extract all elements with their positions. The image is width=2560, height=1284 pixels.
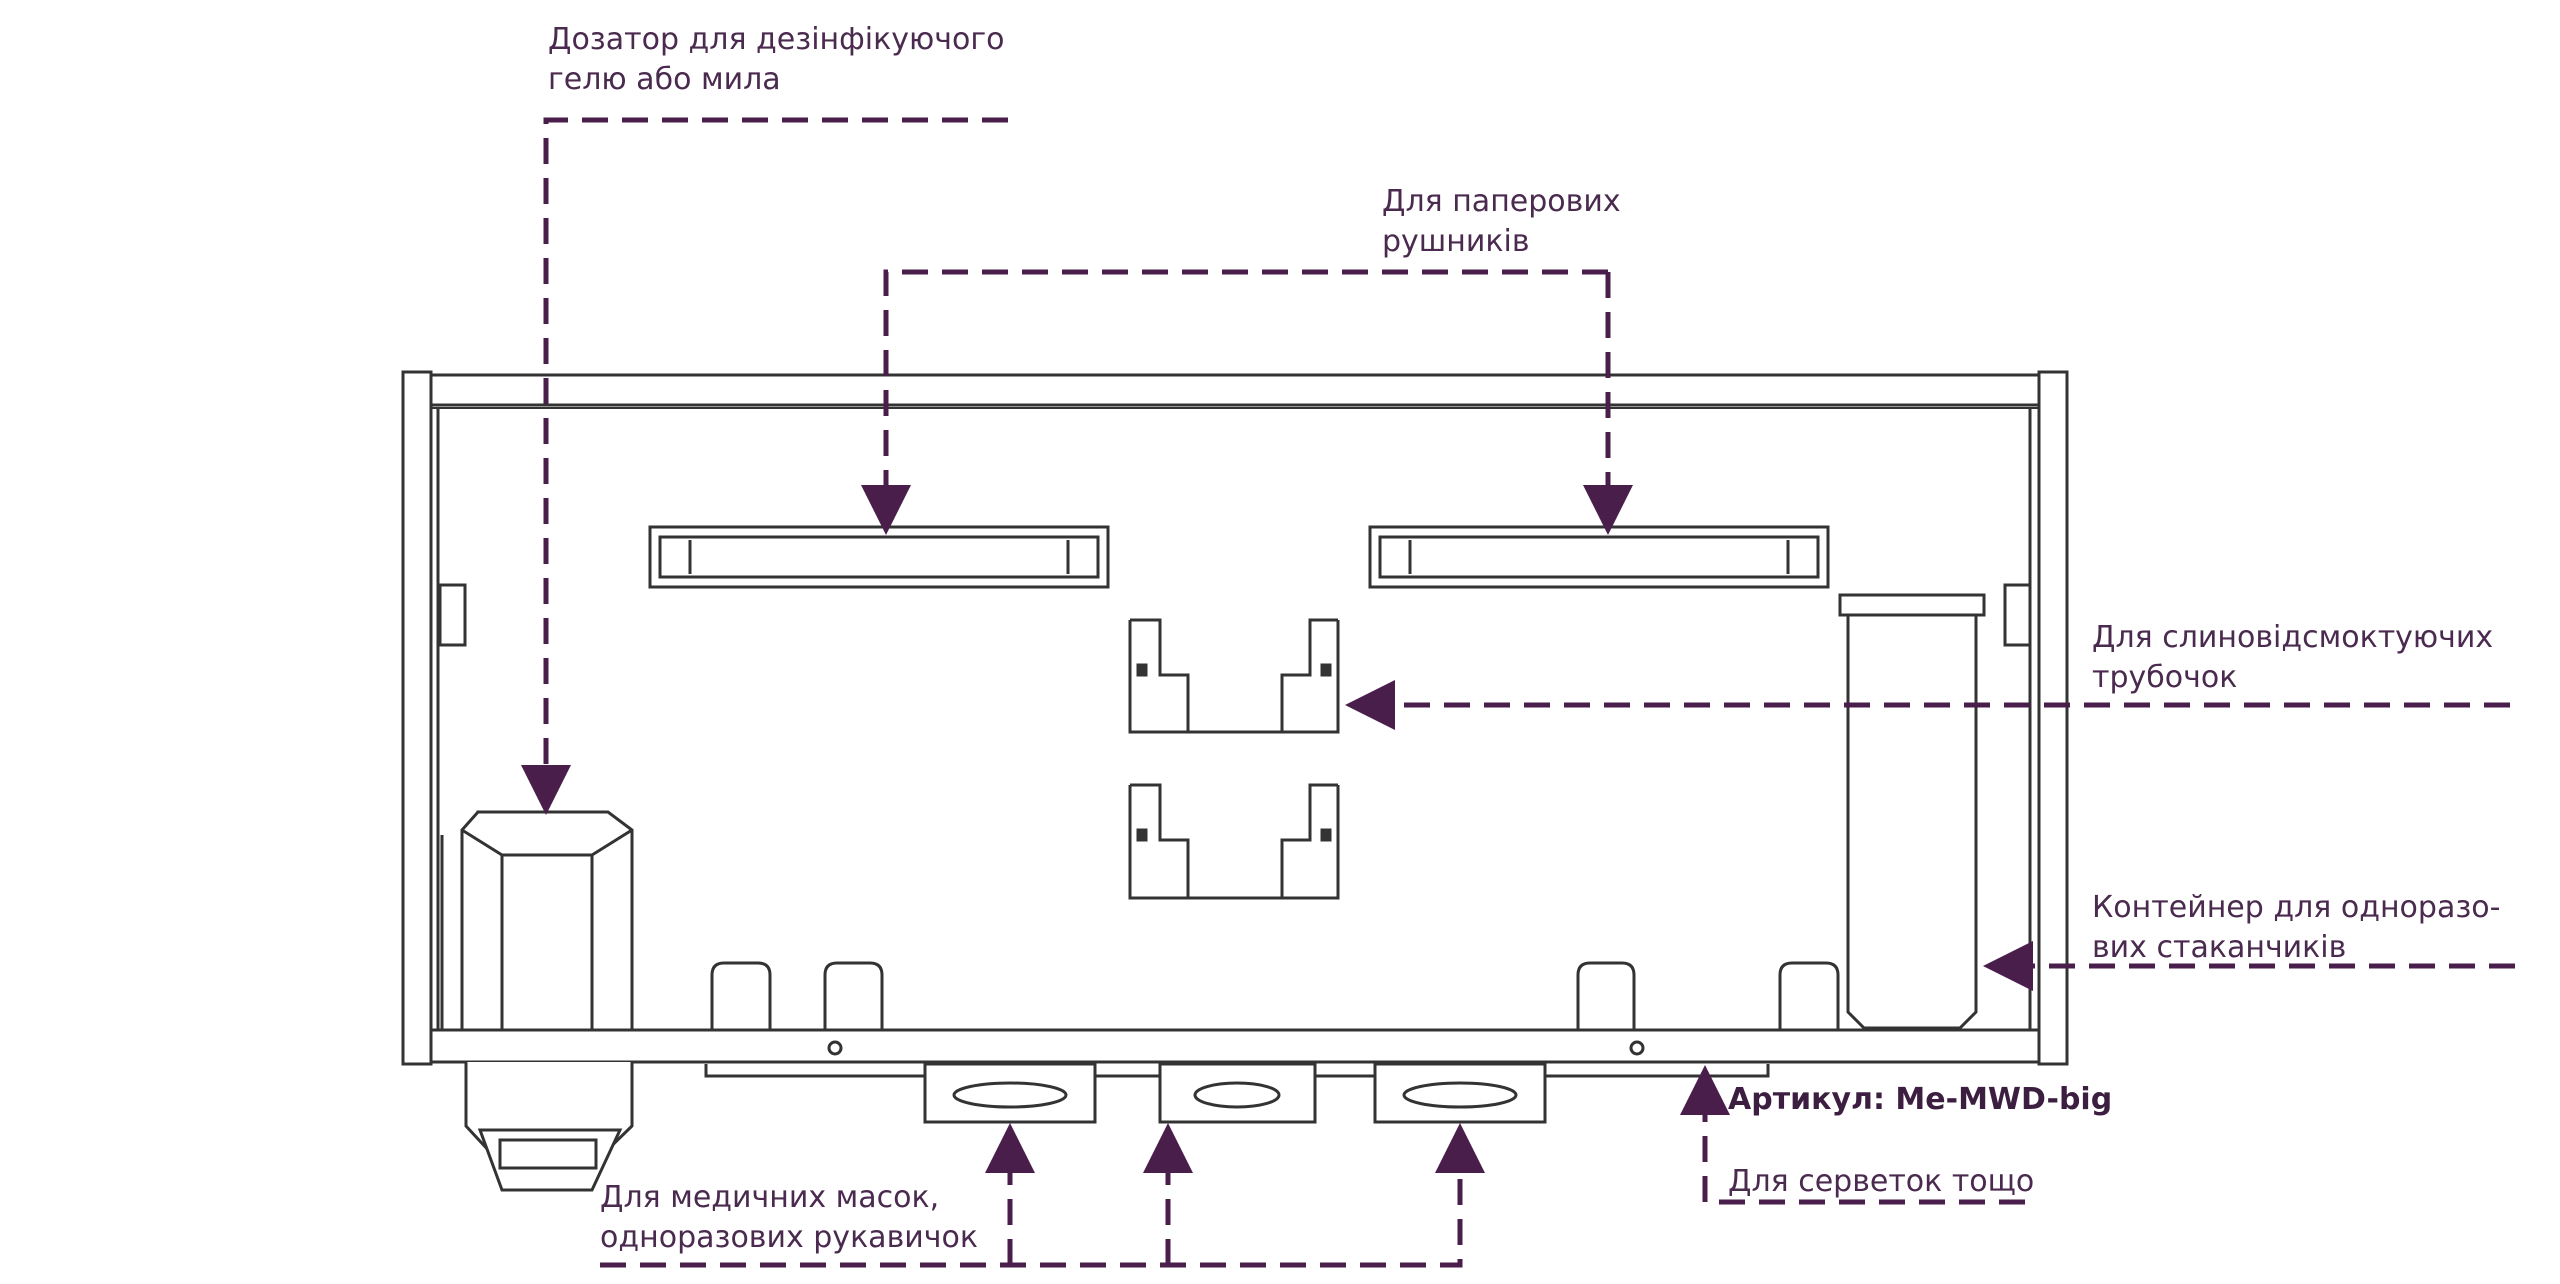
masks-gloves-leader (600, 1123, 1485, 1268)
masks-gloves-label-line1: Для медичних масок, (600, 1180, 940, 1215)
ejector-holder-top (1128, 618, 1340, 734)
napkins-label: Для серветок тощо (1728, 1164, 2035, 1199)
ejector-holder-bottom (1128, 783, 1340, 900)
paper-towels-leader-left (861, 269, 1608, 535)
masks-gloves-label-line2: одноразових рукавичок (600, 1220, 978, 1255)
bottom-clips (710, 961, 1840, 1030)
gel-dispenser-leader (521, 117, 1008, 815)
towel-holder-left (648, 525, 1110, 589)
napkins-leader (1680, 1065, 2025, 1205)
cabinet (401, 370, 2069, 1066)
gel-dispenser-label-line2: гелю або мила (548, 62, 781, 97)
paper-towels-label-line1: Для паперових (1382, 184, 1621, 219)
gel-dispenser (440, 810, 634, 1192)
towel-holder-right (1368, 525, 1830, 589)
gel-dispenser-label-line1: Дозатор для дезінфікуючого (548, 22, 1005, 57)
cup-container-label-line1: Контейнер для одноразо- (2092, 890, 2501, 925)
paper-towels-label-line2: рушників (1382, 224, 1530, 259)
cup-container-label-line2: вих стаканчиків (2092, 930, 2347, 965)
bottom-shelf (704, 1062, 1770, 1124)
cup-container (1838, 593, 1986, 1030)
saliva-ejectors-label-line1: Для слиновідсмоктуючих (2092, 620, 2494, 655)
article-label: Артикул: Me-MWD-big (1728, 1082, 2113, 1117)
annotation-leaders (521, 117, 2515, 1268)
saliva-ejectors-label-line2: трубочок (2092, 660, 2238, 695)
